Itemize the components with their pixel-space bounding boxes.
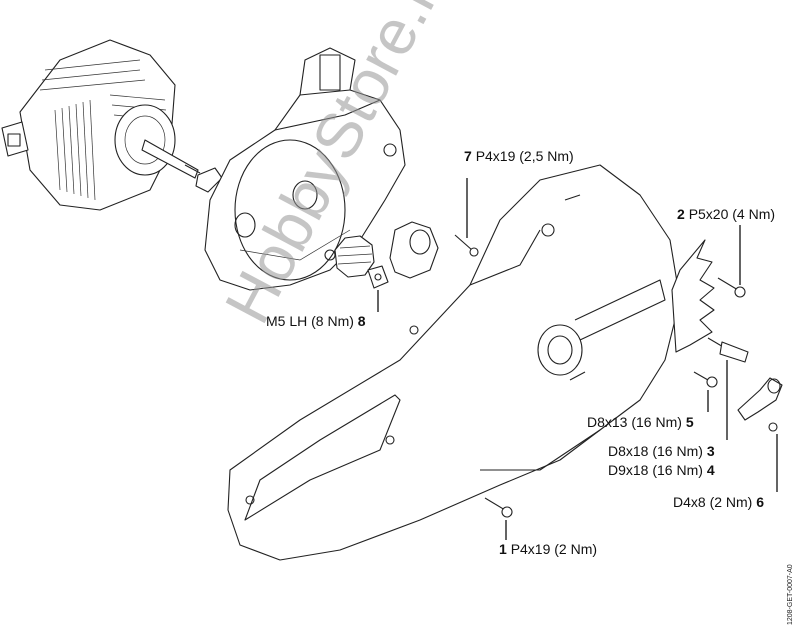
- motor-housing: [204, 47, 406, 291]
- callout-number: 8: [357, 313, 366, 329]
- callout-2: 2 P5x20 (4 Nm): [677, 206, 775, 222]
- electric-motor: [1, 39, 201, 211]
- callout-6: D4x8 (2 Nm) 6: [673, 494, 764, 510]
- callout-1: 1 P4x19 (2 Nm): [499, 541, 597, 557]
- drawing-code: 1208-GET-0007-A0: [787, 564, 794, 625]
- callout-7: 7 P4x19 (2,5 Nm): [464, 148, 574, 164]
- callout-number: 3: [706, 443, 715, 459]
- callout-spec: P4x19 (2 Nm): [510, 541, 598, 557]
- screw-6: [768, 422, 778, 432]
- screw-5: [693, 371, 718, 388]
- oil-pump-drive: [389, 221, 439, 279]
- screw-7: [454, 234, 479, 257]
- callout-spec: P5x20 (4 Nm): [688, 206, 776, 222]
- callout-spec: D9x18 (16 Nm): [608, 462, 703, 478]
- callout-number: 5: [685, 414, 694, 430]
- sprocket-cover: [227, 164, 681, 561]
- brush-holder: [195, 167, 223, 193]
- callout-3: D8x18 (16 Nm) 3: [608, 443, 715, 459]
- callout-number: 7: [464, 148, 472, 164]
- callout-number: 1: [499, 541, 507, 557]
- callout-spec: D8x18 (16 Nm): [608, 443, 703, 459]
- leader-lines: [377, 178, 778, 540]
- screw-1: [484, 497, 513, 518]
- callout-number: 2: [677, 206, 685, 222]
- callout-number: 4: [706, 462, 715, 478]
- callout-spec: D8x13 (16 Nm): [587, 414, 682, 430]
- callout-number: 6: [756, 494, 765, 510]
- bumper-spike: [671, 239, 715, 353]
- stud-3-4: [707, 337, 749, 363]
- callout-8: M5 LH (8 Nm) 8: [266, 313, 366, 329]
- screw-2: [717, 277, 746, 298]
- callout-spec: P4x19 (2,5 Nm): [475, 148, 574, 164]
- chain-catcher: [737, 377, 783, 421]
- sprocket: [334, 235, 375, 278]
- nut: [367, 265, 389, 289]
- callout-spec: D4x8 (2 Nm): [673, 494, 753, 510]
- callout-spec: M5 LH (8 Nm): [266, 313, 354, 329]
- callout-5: D8x13 (16 Nm) 5: [587, 414, 694, 430]
- callout-4: D9x18 (16 Nm) 4: [608, 462, 715, 478]
